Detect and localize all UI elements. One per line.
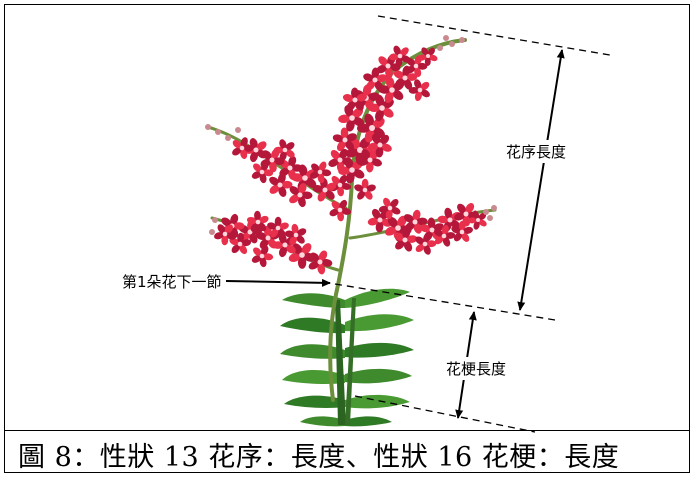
flower-bud <box>491 205 497 211</box>
flower <box>403 209 428 234</box>
flower <box>329 174 352 197</box>
flower <box>273 139 295 161</box>
flower <box>378 76 405 103</box>
flower-bud <box>483 209 489 215</box>
flower <box>378 197 401 220</box>
flower <box>332 127 357 152</box>
flower <box>338 105 365 132</box>
flower-bud <box>487 215 493 221</box>
peduncle-bottom-dashed-line <box>354 395 536 433</box>
flower <box>328 148 353 173</box>
flower <box>357 113 385 143</box>
flower <box>289 183 313 208</box>
flower-cluster <box>205 35 497 275</box>
flower <box>354 178 376 200</box>
flower <box>393 227 418 252</box>
flower <box>308 250 333 275</box>
flower <box>312 177 337 202</box>
flower <box>468 210 487 230</box>
flower <box>406 55 428 78</box>
node-dashed-line <box>334 283 556 321</box>
inflorescence-length-label: 花序長度 <box>504 140 569 163</box>
flower-bud <box>235 127 241 133</box>
flower <box>251 245 274 268</box>
flower <box>269 172 293 197</box>
node-below-first-flower-label: 第1朵花下一節 <box>122 273 222 291</box>
peduncle-length-label: 花梗長度 <box>444 357 509 380</box>
flower <box>329 199 352 222</box>
caption-box: 圖 8：性狀 13 花序：長度、性狀 16 花梗：長度 <box>4 430 690 473</box>
flower <box>393 65 418 90</box>
figure-caption: 圖 8：性狀 13 花序：長度、性狀 16 花梗：長度 <box>18 442 620 473</box>
flower <box>388 45 411 68</box>
flower-bud <box>215 129 221 135</box>
flower <box>232 137 254 160</box>
flower <box>363 67 388 91</box>
flower <box>284 223 307 246</box>
flower-bud <box>209 229 215 235</box>
flower <box>342 87 367 111</box>
flower <box>408 79 430 102</box>
flower-bud <box>443 35 449 41</box>
flower-bud <box>449 41 455 47</box>
flower-bud <box>225 135 231 141</box>
flower <box>309 161 332 184</box>
flower <box>229 232 252 255</box>
flower <box>433 224 456 247</box>
flower <box>251 161 274 184</box>
flower-bud <box>459 37 465 43</box>
flower <box>367 133 392 158</box>
flower <box>415 233 437 255</box>
flower <box>418 47 438 66</box>
inflorescence-length-arrow <box>517 49 565 311</box>
flower <box>246 210 269 233</box>
leaves <box>280 288 414 427</box>
flower <box>214 224 236 246</box>
flower <box>451 220 474 242</box>
flower-bud <box>212 217 218 223</box>
inflorescence-top-dashed-line <box>377 15 611 56</box>
flower <box>267 216 289 238</box>
flower-bud <box>437 45 443 51</box>
flower <box>368 94 394 122</box>
flower-bud <box>205 124 211 130</box>
node-pointer-arrow <box>225 278 331 287</box>
